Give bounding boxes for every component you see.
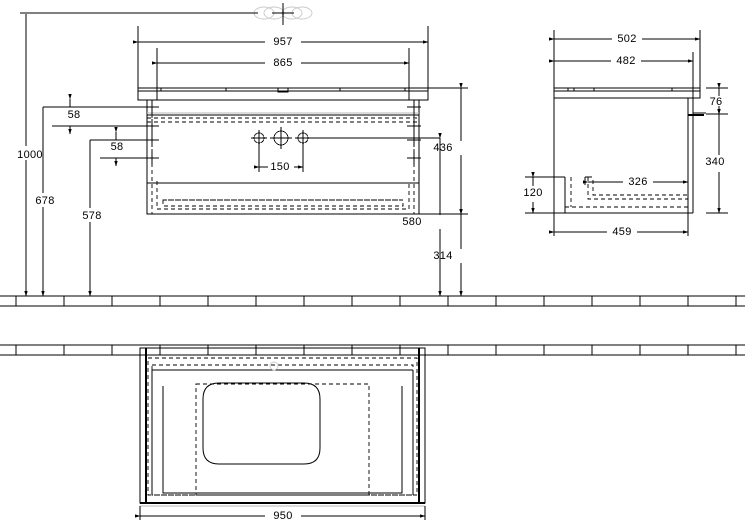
dim-950: 950 <box>134 506 426 522</box>
dim-label-340: 340 <box>705 156 724 168</box>
dim-label-120: 120 <box>523 187 542 199</box>
tap-hole-left <box>251 130 267 146</box>
dim-1000: 1000 <box>14 14 43 297</box>
floor-hatch-elevation <box>0 295 745 307</box>
plan-cabinet-outline <box>139 347 426 504</box>
wall-hatch-plan <box>0 344 745 356</box>
front-elevation-view: 957 865 <box>14 3 475 297</box>
dim-label-1000: 1000 <box>17 149 43 161</box>
dim-678: 678 <box>32 107 56 297</box>
mounting-hole-markers-right <box>407 100 421 165</box>
dim-58-upper: 58 <box>43 93 150 135</box>
dim-957: 957 <box>132 36 429 48</box>
cabinet-hidden-edges-front <box>147 100 419 214</box>
dim-502: 502 <box>548 33 701 45</box>
dim-120: 120 <box>523 171 554 214</box>
dim-label-957: 957 <box>273 36 292 48</box>
hanger-symbol-icon <box>253 3 313 25</box>
dim-578: 578 <box>79 140 104 297</box>
dim-label-58-upper: 58 <box>68 109 81 121</box>
dim-340: 340 <box>705 108 728 214</box>
dim-436: 436 <box>433 82 475 215</box>
basin-slab-front <box>137 87 429 101</box>
dim-580: 580 <box>402 132 453 297</box>
plan-view: 950 <box>134 347 426 522</box>
dim-label-950: 950 <box>273 510 292 522</box>
dim-label-502: 502 <box>617 33 636 45</box>
tap-hole-right <box>295 130 311 146</box>
dim-58-lower: 58 <box>90 126 150 167</box>
wall-bracket-side <box>688 112 706 116</box>
dim-label-150: 150 <box>270 161 289 173</box>
dim-326: 326 <box>582 176 689 188</box>
dim-label-865: 865 <box>273 57 292 69</box>
cabinet-body-front <box>146 99 420 215</box>
dim-label-482: 482 <box>616 55 635 67</box>
lower-drawer-hidden-outline <box>156 181 410 210</box>
dim-label-326: 326 <box>628 176 647 188</box>
dim-76: 76 <box>706 82 728 115</box>
dim-label-578: 578 <box>82 210 101 222</box>
dim-label-436: 436 <box>433 142 452 154</box>
basin-slab-side <box>553 87 701 99</box>
dim-label-580: 580 <box>402 216 421 228</box>
side-elevation-view: 502 482 <box>523 30 728 238</box>
dim-459: 459 <box>548 213 689 238</box>
dim-label-314: 314 <box>433 250 452 262</box>
dim-865: 865 <box>151 57 410 69</box>
mounting-hole-markers-left <box>145 100 159 165</box>
tap-hole-markers <box>251 127 440 149</box>
plan-hidden-carcass <box>147 357 418 496</box>
plan-waste-marker-icon <box>269 361 279 371</box>
dim-150: 150 <box>253 144 304 173</box>
dim-label-459: 459 <box>612 226 631 238</box>
dim-482: 482 <box>548 55 694 67</box>
dim-label-76: 76 <box>710 96 723 108</box>
dim-label-678: 678 <box>35 195 54 207</box>
dim-314: 314 <box>433 208 475 297</box>
tap-hole-center <box>270 127 292 149</box>
plan-basin-bowl <box>202 382 321 465</box>
plan-basin-outline <box>151 369 414 495</box>
cabinet-body-side <box>553 88 694 214</box>
dim-label-58-lower: 58 <box>111 141 124 153</box>
